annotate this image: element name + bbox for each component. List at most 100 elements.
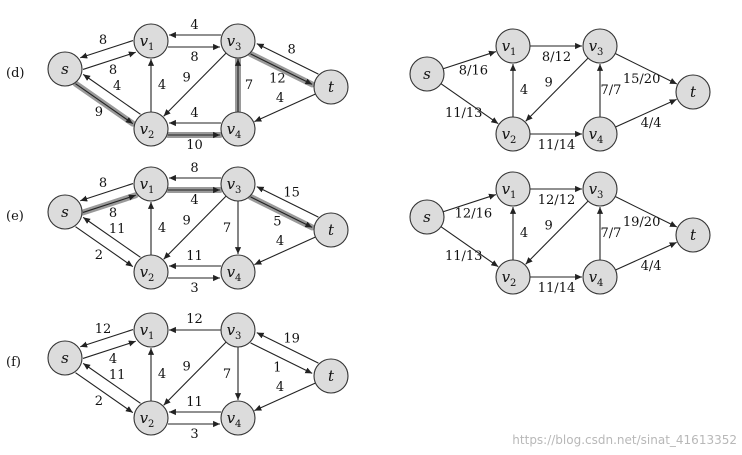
flow-0-node-t bbox=[675, 74, 711, 110]
flow-0-edge-label: 11/14 bbox=[538, 138, 575, 153]
residual-0-edge-s-v2 bbox=[75, 83, 134, 125]
residual-1-node-label: t bbox=[328, 221, 335, 239]
flow-1-node-v1 bbox=[495, 171, 531, 207]
residual-1-edge-label: 7 bbox=[223, 221, 231, 236]
residual-1-node-t bbox=[313, 212, 349, 248]
residual-1-node-label: s bbox=[61, 203, 69, 221]
residual-2-edge-label: 7 bbox=[223, 367, 231, 382]
flow-0-edge-label: 8/12 bbox=[542, 50, 571, 65]
residual-0-edge-label: 12 bbox=[269, 71, 286, 86]
residual-1-edge-s-v2 bbox=[75, 226, 134, 268]
flow-0-edge-label: 8/16 bbox=[459, 63, 488, 78]
flow-1-edge-s-v2 bbox=[440, 226, 499, 268]
residual-1-edge-v3-t bbox=[250, 196, 313, 228]
residual-0-edge-label: 8 bbox=[99, 33, 107, 48]
residual-1-edge-s-v1 bbox=[82, 194, 136, 213]
residual-0-node-v4 bbox=[220, 111, 256, 147]
residual-2-edge-label: 1 bbox=[273, 360, 281, 375]
residual-1-edge-label: 8 bbox=[190, 161, 198, 176]
flow-0-edge-v3-v2 bbox=[525, 57, 589, 122]
flow-1-edge-label: 7/7 bbox=[601, 226, 622, 241]
residual-2-node-label: s bbox=[61, 349, 69, 367]
flow-0-node-label: t bbox=[690, 83, 697, 101]
flow-0-node-v4 bbox=[582, 116, 618, 152]
residual-2-edge-label: 12 bbox=[186, 312, 203, 327]
residual-2-node-v1 bbox=[133, 312, 169, 348]
flow-1-edge-label: 11/13 bbox=[445, 249, 482, 264]
residual-2-node-v2 bbox=[133, 400, 169, 436]
residual-2-edge-s-v2 bbox=[75, 372, 134, 414]
flow-1-edge-v4-t bbox=[615, 241, 677, 271]
residual-1-edge-v1-s bbox=[80, 183, 134, 202]
residual-2-edge-t-v4 bbox=[254, 382, 316, 412]
residual-0-node-v3 bbox=[220, 23, 256, 59]
residual-0-edge-label: 4 bbox=[276, 91, 284, 106]
residual-1-edge-label: 4 bbox=[158, 221, 166, 236]
residual-2-edge-label: 4 bbox=[109, 352, 117, 367]
residual-1-edge-label: 3 bbox=[190, 281, 198, 296]
residual-0-edge-v1-s bbox=[80, 40, 134, 59]
residual-2-edge-label: 3 bbox=[190, 427, 198, 442]
residual-2-edge-label: 9 bbox=[183, 359, 191, 374]
flow-0-edge-label: 4 bbox=[520, 83, 528, 98]
residual-1-edge-label: 11 bbox=[109, 222, 126, 237]
flow-0-edge-s-v2 bbox=[440, 83, 499, 125]
flow-0-node-s bbox=[409, 56, 445, 92]
flow-1-edge-s-v1 bbox=[442, 193, 497, 213]
residual-0-edge-label: 4 bbox=[158, 78, 166, 93]
flow-0-edge-label: 7/7 bbox=[601, 83, 622, 98]
flow-1-edge-label: 4 bbox=[520, 226, 528, 241]
residual-1-edge-label: 4 bbox=[190, 193, 198, 208]
residual-1-edge-v2-s bbox=[82, 216, 141, 258]
residual-0-edge-label: 9 bbox=[183, 70, 191, 85]
residual-1-edge-label: 15 bbox=[283, 186, 300, 201]
flow-0-edge-label: 15/20 bbox=[623, 72, 660, 87]
residual-0-edge-v3-t bbox=[250, 53, 313, 85]
flow-0-edge-v3-t bbox=[614, 53, 678, 85]
residual-0-edge-s-v1 bbox=[82, 51, 136, 70]
residual-2-edge-label: 2 bbox=[95, 394, 103, 409]
residual-0-node-v2 bbox=[133, 111, 169, 147]
residual-1-edge-label: 2 bbox=[95, 248, 103, 263]
residual-2-edge-label: 11 bbox=[186, 395, 203, 410]
flow-1-edge-label: 12/16 bbox=[455, 206, 492, 221]
residual-2-node-v3 bbox=[220, 312, 256, 348]
residual-2-edge-label: 12 bbox=[95, 322, 112, 337]
flow-1-edge-label: 9 bbox=[545, 218, 553, 233]
residual-1-edge-label: 11 bbox=[186, 249, 203, 264]
residual-0-node-v1 bbox=[133, 23, 169, 59]
residual-1-node-s bbox=[47, 194, 83, 230]
residual-1-edge-label: 8 bbox=[99, 176, 107, 191]
residual-2-edge-t-v3 bbox=[256, 332, 319, 364]
flow-0-edge-label: 11/13 bbox=[445, 106, 482, 121]
residual-1-edge-v3-v2 bbox=[163, 195, 227, 260]
residual-0-edge-t-v4 bbox=[254, 93, 316, 123]
residual-2-edge-v3-t bbox=[250, 342, 313, 374]
residual-0-node-label: t bbox=[328, 78, 335, 96]
panel-label: (f) bbox=[6, 355, 21, 370]
residual-0-edge-v3-v2 bbox=[163, 52, 227, 117]
residual-1-edge-t-v3 bbox=[256, 186, 319, 218]
residual-0-edge-label: 4 bbox=[190, 106, 198, 121]
flow-0-node-v2 bbox=[495, 116, 531, 152]
residual-0-node-s bbox=[47, 51, 83, 87]
residual-2-edge-s-v1 bbox=[82, 340, 136, 359]
panel-label: (d) bbox=[6, 66, 24, 81]
residual-0-node-label: s bbox=[61, 60, 69, 78]
residual-2-edge-label: 19 bbox=[283, 332, 300, 347]
residual-1-edge-t-v4 bbox=[254, 236, 316, 266]
residual-0-node-t bbox=[313, 69, 349, 105]
flow-1-edge-v3-v2 bbox=[525, 200, 589, 265]
flow-1-node-label: s bbox=[423, 208, 431, 226]
residual-2-edge-v1-s bbox=[80, 329, 134, 348]
flow-1-edge-v3-t bbox=[614, 196, 678, 228]
residual-2-edge-label: 4 bbox=[276, 380, 284, 395]
residual-0-edge-label: 8 bbox=[109, 63, 117, 78]
flow-0-edge-label: 4/4 bbox=[641, 116, 662, 131]
residual-0-edge-label: 8 bbox=[287, 43, 295, 58]
panel-label: (e) bbox=[6, 209, 24, 224]
flow-0-edge-v4-t bbox=[615, 98, 677, 128]
residual-2-edge-v3-v2 bbox=[163, 341, 227, 406]
residual-2-edge-label: 4 bbox=[158, 367, 166, 382]
residual-0-edge-label: 10 bbox=[186, 138, 203, 153]
